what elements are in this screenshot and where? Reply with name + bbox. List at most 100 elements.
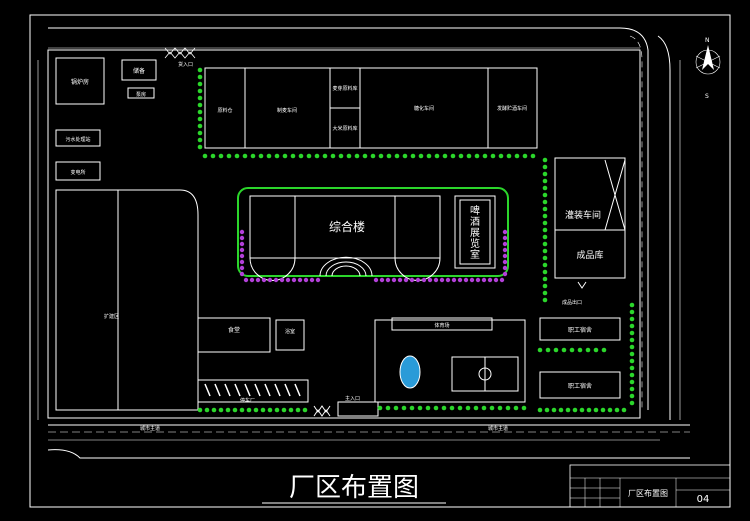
- expansion-label: 扩建区: [104, 313, 119, 320]
- tree-row-production: [197, 67, 548, 303]
- tree: [490, 153, 496, 159]
- tree: [434, 153, 440, 159]
- tree: [250, 153, 256, 159]
- tree: [537, 407, 543, 413]
- north-gate: [164, 47, 196, 59]
- tree: [266, 153, 272, 159]
- dorm-2: [539, 371, 621, 399]
- tree: [449, 405, 455, 411]
- tree: [579, 407, 585, 413]
- tree: [274, 407, 280, 413]
- tree: [542, 269, 548, 275]
- flower: [239, 271, 245, 277]
- beer-hall-char: 酒: [470, 216, 480, 228]
- flower: [403, 277, 409, 283]
- tree: [386, 153, 392, 159]
- parking-label: 停车厂: [240, 397, 255, 404]
- tree: [629, 351, 635, 357]
- canteen: [197, 317, 271, 353]
- beer-hall-char: 啤: [470, 205, 480, 217]
- flower: [285, 277, 291, 283]
- tree: [197, 67, 203, 73]
- flower: [309, 277, 315, 283]
- beer-hall-char: 览: [470, 237, 480, 250]
- flower: [303, 277, 309, 283]
- tree: [542, 164, 548, 170]
- beer-hall-char: 室: [470, 248, 480, 261]
- parking-stripe: [234, 383, 241, 397]
- bottling-label: 灌装车间: [565, 209, 601, 221]
- tree: [542, 185, 548, 191]
- tree: [322, 153, 328, 159]
- tree: [629, 330, 635, 336]
- sports-area: [374, 319, 526, 403]
- tree: [197, 109, 203, 115]
- south-label: S: [705, 93, 709, 100]
- production-block: [204, 67, 538, 149]
- tree: [542, 290, 548, 296]
- tree: [545, 347, 551, 353]
- tree: [197, 116, 203, 122]
- tree: [218, 153, 224, 159]
- tree: [260, 407, 266, 413]
- flower: [463, 277, 469, 283]
- office-building: [249, 195, 441, 259]
- parking-stripe: [274, 383, 281, 397]
- tree: [593, 347, 599, 353]
- flower: [243, 277, 249, 283]
- flower: [239, 235, 245, 241]
- flower: [291, 277, 297, 283]
- tree: [544, 407, 550, 413]
- parking-stripe: [264, 383, 271, 397]
- flower: [487, 277, 493, 283]
- flower: [451, 277, 457, 283]
- tree: [377, 405, 383, 411]
- tree: [302, 407, 308, 413]
- expansion-zone: [55, 189, 199, 411]
- tree: [542, 220, 548, 226]
- tree: [572, 407, 578, 413]
- tree: [197, 123, 203, 129]
- tree: [197, 81, 203, 87]
- flower: [315, 277, 321, 283]
- sewage-station-label: 污水处理站: [65, 136, 90, 143]
- flower: [391, 277, 397, 283]
- tree: [542, 241, 548, 247]
- tree: [498, 153, 504, 159]
- tree: [542, 213, 548, 219]
- site-boundary: [47, 49, 641, 419]
- tree: [593, 407, 599, 413]
- tree: [614, 407, 620, 413]
- beer-hall-char: 展: [470, 227, 480, 239]
- tree: [542, 227, 548, 233]
- tree: [242, 153, 248, 159]
- flower: [279, 277, 285, 283]
- tree: [458, 153, 464, 159]
- tree: [457, 405, 463, 411]
- malt-workshop-label: 制麦车间: [277, 107, 297, 114]
- pump-house: [127, 87, 155, 99]
- tree: [210, 153, 216, 159]
- tree: [425, 405, 431, 411]
- tree: [281, 407, 287, 413]
- flower: [409, 277, 415, 283]
- tree: [274, 153, 280, 159]
- tree: [441, 405, 447, 411]
- tree: [629, 337, 635, 343]
- tree: [426, 153, 432, 159]
- parking-stripe: [294, 383, 301, 397]
- product-store-label: 成品库: [576, 249, 603, 261]
- dorm-1-label: 职工宿舍: [568, 326, 592, 334]
- tree: [521, 405, 527, 411]
- tree: [542, 178, 548, 184]
- tree: [401, 405, 407, 411]
- tree: [433, 405, 439, 411]
- flower: [397, 277, 403, 283]
- tree: [362, 153, 368, 159]
- north-gate-label: 货入口: [178, 61, 193, 68]
- tree: [314, 153, 320, 159]
- tree: [354, 153, 360, 159]
- flower: [502, 271, 508, 277]
- tree: [489, 405, 495, 411]
